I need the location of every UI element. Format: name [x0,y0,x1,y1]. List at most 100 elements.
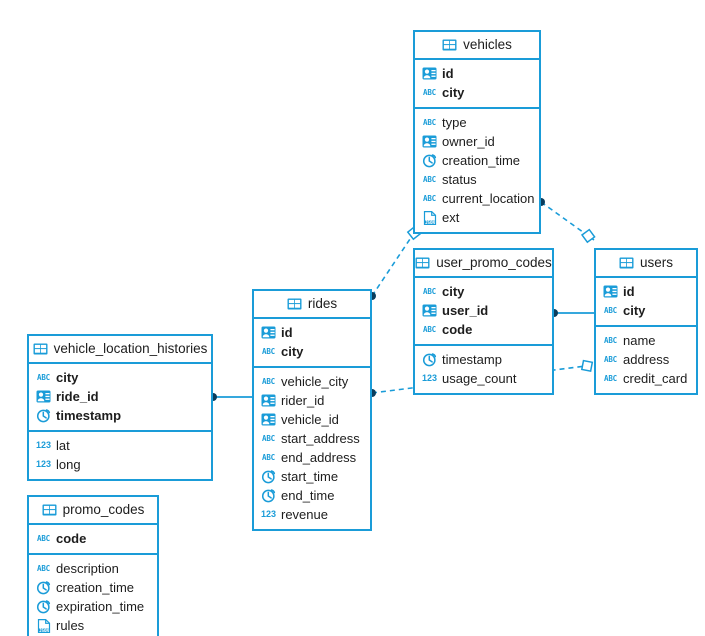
table-grid-icon [33,341,48,356]
field-row[interactable]: timestamp [415,350,552,369]
abc-string-icon: ABC [262,433,275,443]
field-row[interactable]: end_time [254,486,370,505]
clock-icon [36,580,51,595]
abc-string-icon: ABC [604,335,617,345]
field-label: rider_id [281,393,325,408]
field-row[interactable]: rider_id [254,391,370,410]
field-row[interactable]: id [596,282,696,301]
json-document-icon: JSON [36,618,51,633]
field-label: owner_id [442,134,495,149]
table-grid-icon [287,296,302,311]
svg-text:JSON: JSON [39,627,49,632]
relationship-vehicles-to-users[interactable] [537,198,596,244]
field-row[interactable]: ABC description [29,559,157,578]
entity-header-users[interactable]: users [596,250,696,278]
field-label: code [56,531,87,546]
field-row[interactable]: id [415,64,539,83]
table-grid-icon [619,255,634,270]
field-label: city [623,303,646,318]
relationship-user_promo_codes-to-users[interactable] [550,309,594,317]
field-label: long [56,457,81,472]
field-label: city [442,85,465,100]
field-row[interactable]: user_id [415,301,552,320]
entity-name: vehicles [463,37,512,52]
123-number-icon: 123 [35,440,52,450]
entity-header-vehicle_location_histories[interactable]: vehicle_location_histories [29,336,211,364]
field-label: vehicle_id [281,412,339,427]
abc-string-icon: ABC [604,305,617,315]
abc-string-icon: ABC [262,452,275,462]
field-label: id [281,325,293,340]
field-row[interactable]: timestamp [29,406,211,425]
entity-name: users [639,255,673,270]
field-row[interactable]: creation_time [415,151,539,170]
field-label: description [56,561,119,576]
123-number-icon: 123 [260,509,277,519]
entity-header-vehicles[interactable]: vehicles [415,32,539,60]
field-row[interactable]: owner_id [415,132,539,151]
123-number-icon: 123 [35,459,52,469]
relationship-vehicle_location_histories-to-rides[interactable] [209,393,252,401]
clock-icon [261,488,276,503]
abc-string-icon: ABC [423,117,436,127]
field-row[interactable]: ride_id [29,387,211,406]
field-label: type [442,115,467,130]
field-row[interactable]: id [254,323,370,342]
field-row[interactable]: ABC city [596,301,696,320]
field-label: start_time [281,469,339,484]
entity-header-promo_codes[interactable]: promo_codes [29,497,157,525]
abc-string-icon: ABC [423,324,436,334]
field-row[interactable]: 123 long [29,455,211,474]
field-label: user_id [442,303,489,318]
field-row[interactable]: creation_time [29,578,157,597]
entity-header-rides[interactable]: rides [254,291,370,319]
id-badge-icon [261,412,276,427]
field-label: ext [442,210,460,225]
entity-name: promo_codes [62,502,145,517]
field-row[interactable]: start_time [254,467,370,486]
field-row[interactable]: vehicle_id [254,410,370,429]
abc-string-icon: ABC [37,563,50,573]
abc-string-icon: ABC [423,193,436,203]
entity-header-user_promo_codes[interactable]: user_promo_codes [415,250,552,278]
field-label: ride_id [56,389,99,404]
field-label: vehicle_city [281,374,349,389]
clock-icon [422,153,437,168]
id-badge-icon [36,389,51,404]
field-label: id [442,66,454,81]
field-row[interactable]: expiration_time [29,597,157,616]
field-row[interactable]: ABC type [415,113,539,132]
